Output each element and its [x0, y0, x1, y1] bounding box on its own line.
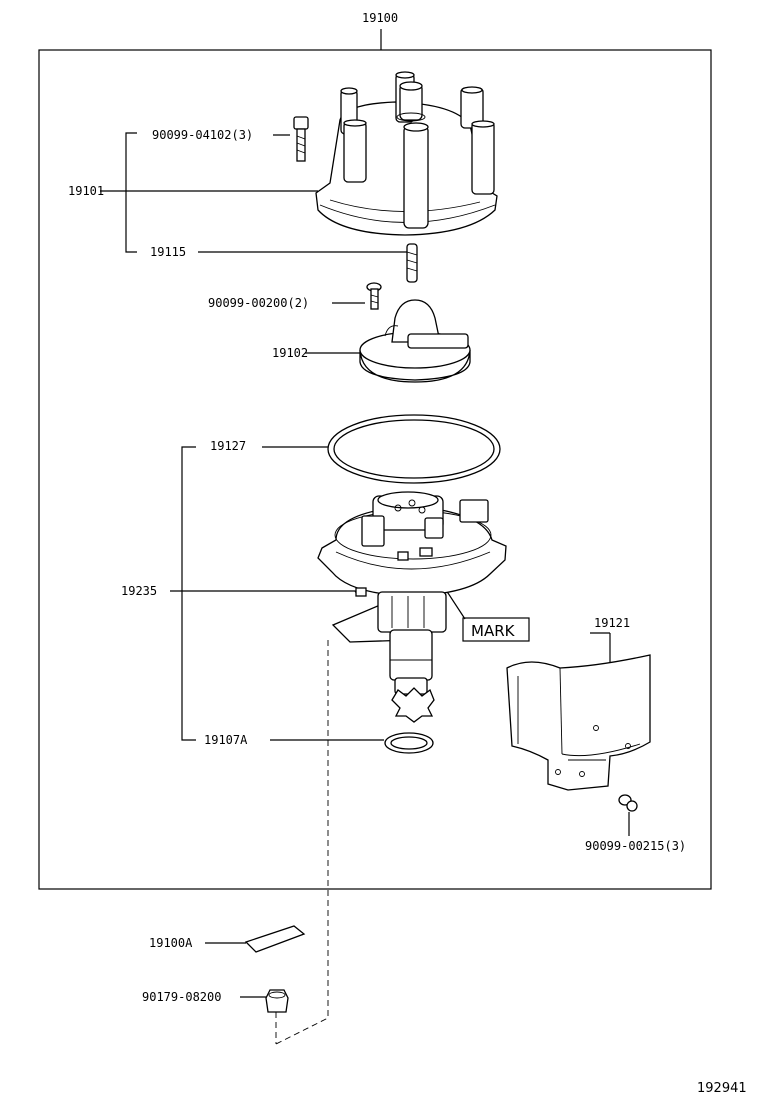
- screw-a: [293, 116, 309, 162]
- o-ring: [384, 732, 434, 754]
- label-screw-c: 90099-00215(3): [585, 839, 686, 853]
- rotor: [359, 299, 471, 383]
- label-nut: 90179-08200: [142, 990, 221, 1004]
- label-screw-a: 90099-04102(3): [152, 128, 253, 142]
- label-assembly: 19100: [362, 11, 398, 25]
- label-cap: 19101: [68, 184, 104, 198]
- label-spring: 19115: [150, 245, 186, 259]
- label-cover: 19121: [594, 616, 630, 630]
- label-gasket: 19127: [210, 439, 246, 453]
- label-diagram-id: 192941: [697, 1081, 747, 1096]
- label-mark: MARK: [471, 622, 516, 640]
- label-plate: 19100A: [149, 936, 193, 950]
- label-oring: 19107A: [204, 733, 248, 747]
- spring: [406, 243, 418, 283]
- gasket-ring: [327, 414, 501, 484]
- label-plate: [244, 925, 306, 953]
- screw-c: [618, 794, 638, 812]
- label-housing: 19235: [121, 584, 157, 598]
- label-screw-b: 90099-00200(2): [208, 296, 309, 310]
- dust-cover: [506, 654, 651, 791]
- screw-b: [366, 282, 382, 310]
- mark-box: [462, 617, 530, 642]
- nut: [265, 989, 289, 1013]
- assembly-frame: [38, 49, 712, 890]
- distributor-housing: [317, 491, 507, 723]
- distributor-cap: [315, 71, 498, 236]
- label-rotor: 19102: [272, 346, 308, 360]
